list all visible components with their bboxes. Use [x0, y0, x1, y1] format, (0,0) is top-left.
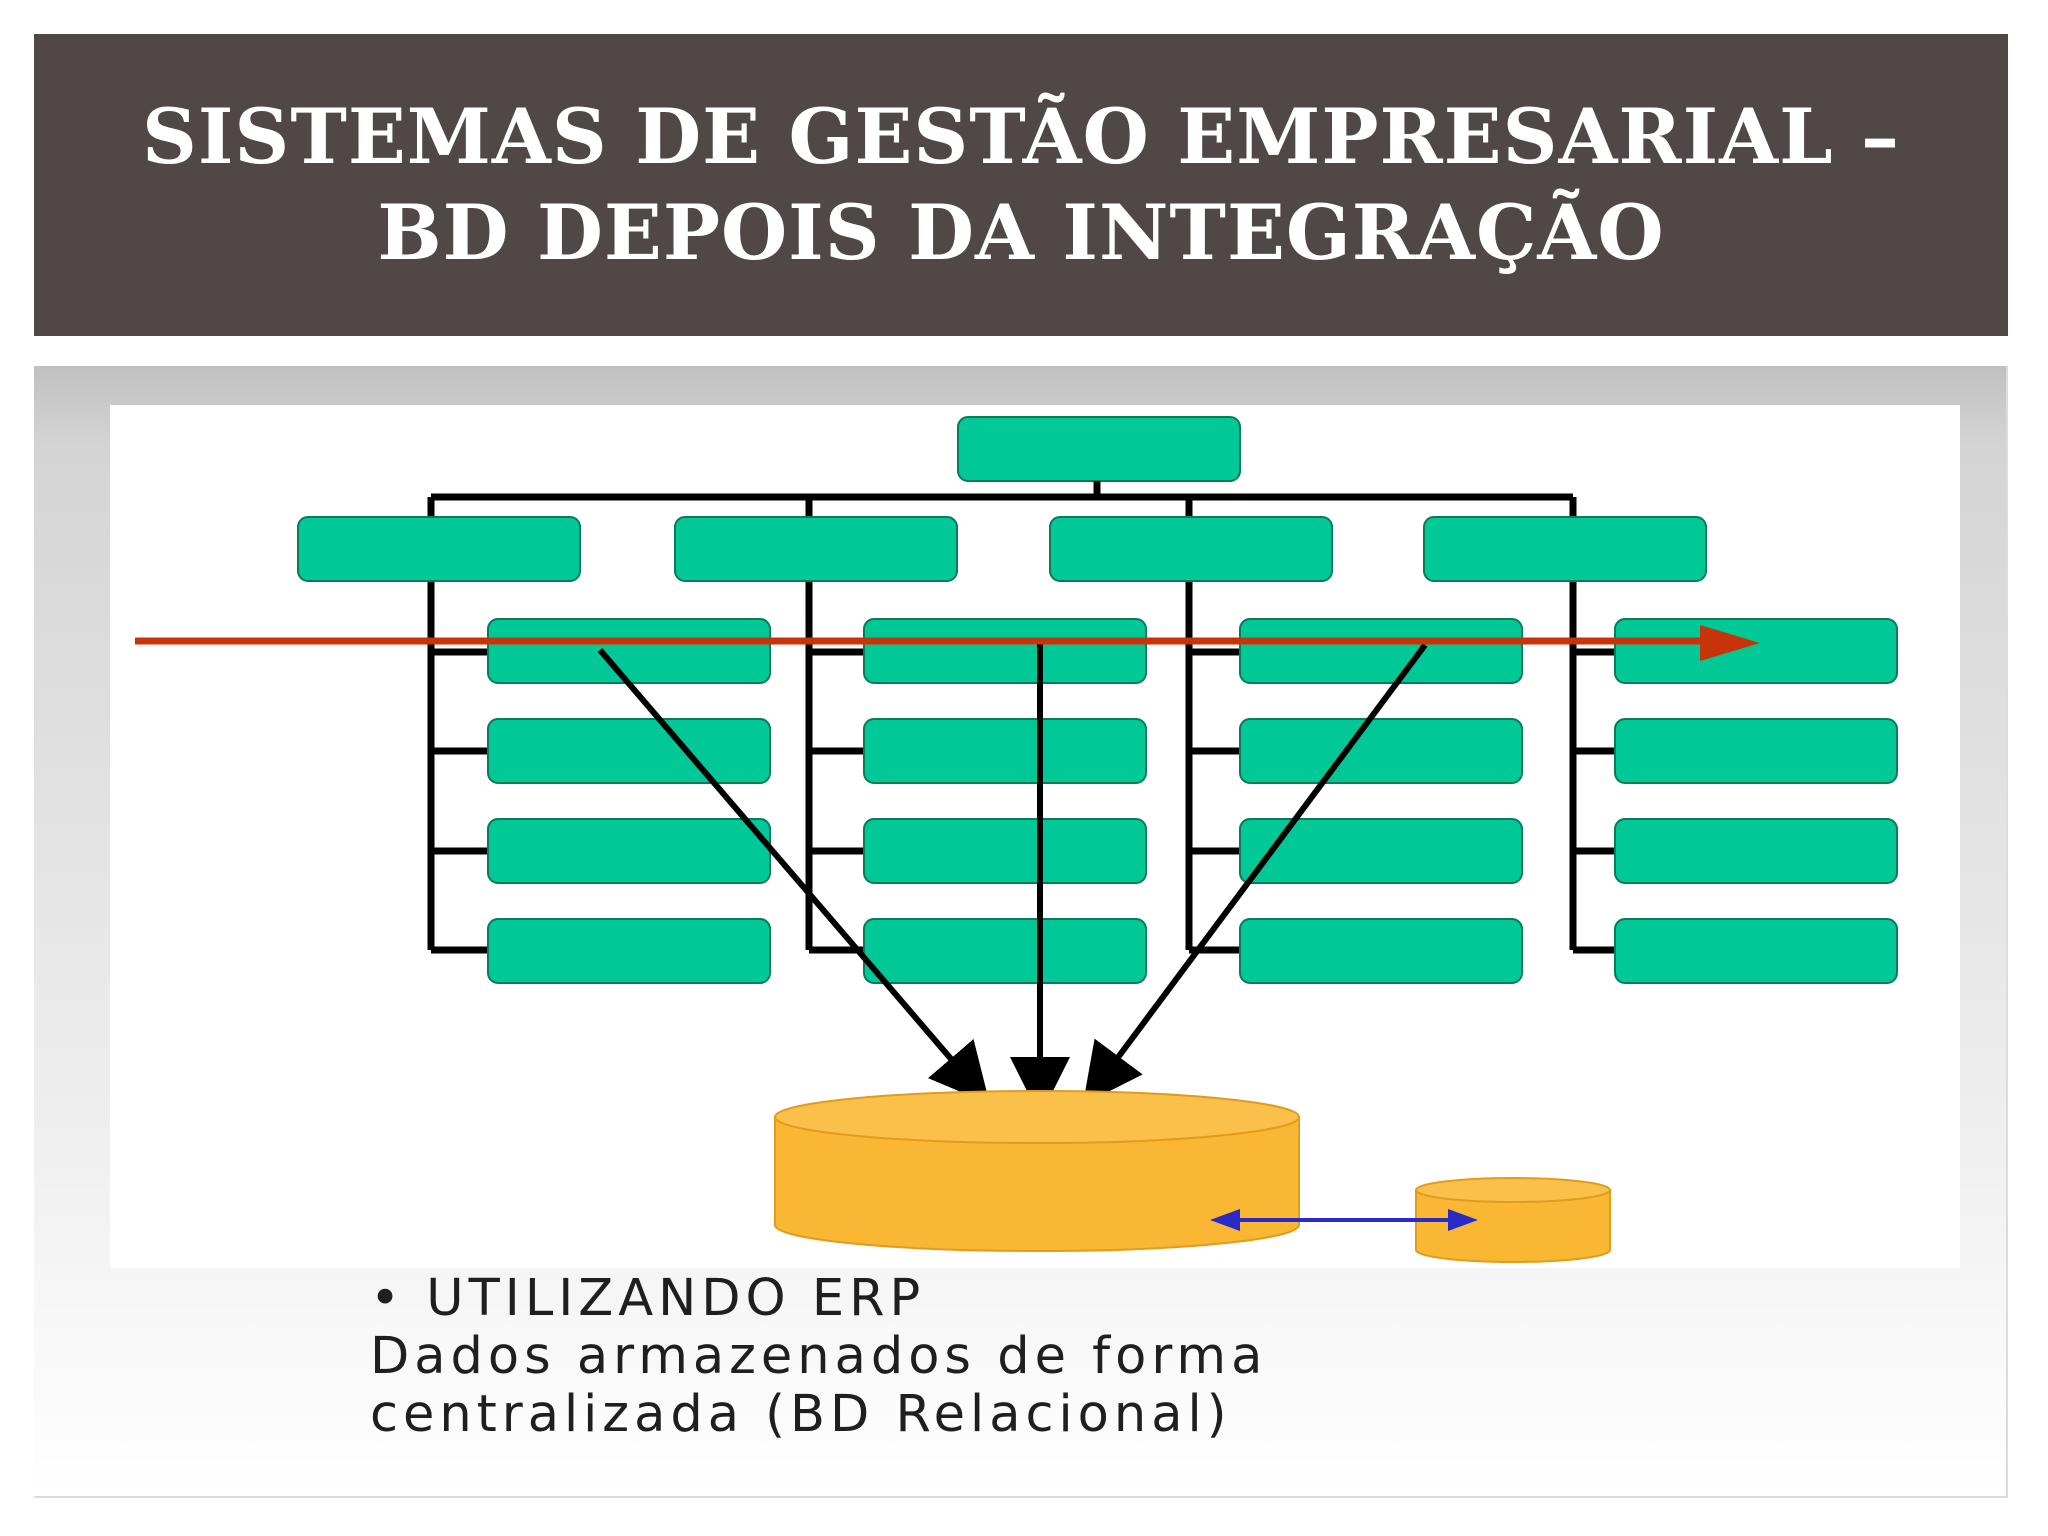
process-flow-arrow [135, 625, 1760, 661]
erp-integration-diagram [110, 405, 1960, 1268]
title-line-2: BD DEPOIS DA INTEGRAÇÃO [377, 188, 1665, 277]
module-box [863, 918, 1147, 984]
title-line-1: SISTEMAS DE GESTÃO EMPRESARIAL – [142, 92, 1900, 181]
department-box-2 [674, 516, 958, 582]
caption-text: • UTILIZANDO ERP Dados armazenados de fo… [370, 1270, 1770, 1444]
sync-double-arrow [1210, 1209, 1478, 1231]
module-box [1239, 618, 1523, 684]
title-bar: SISTEMAS DE GESTÃO EMPRESARIAL – BD DEPO… [34, 34, 2008, 336]
data-flow-arrows [597, 640, 1428, 1117]
module-box [487, 818, 771, 884]
module-box [1239, 718, 1523, 784]
department-box-3 [1049, 516, 1333, 582]
caption-bullet-line: • UTILIZANDO ERP [370, 1269, 926, 1328]
module-box [1614, 618, 1898, 684]
module-box [1614, 718, 1898, 784]
small-database-cylinder-icon [1415, 1177, 1611, 1263]
top-node-box [957, 416, 1241, 482]
module-box [863, 718, 1147, 784]
module-box [487, 618, 771, 684]
module-box [487, 918, 771, 984]
caption-line-2: Dados armazenados de forma [370, 1327, 1268, 1386]
module-box [1239, 918, 1523, 984]
caption-line-3: centralizada (BD Relacional) [370, 1385, 1232, 1444]
module-box [863, 618, 1147, 684]
module-box [1614, 818, 1898, 884]
hierarchy-connectors [427, 481, 1617, 954]
module-box [1614, 918, 1898, 984]
module-box [863, 818, 1147, 884]
module-box [487, 718, 771, 784]
department-box-4 [1423, 516, 1707, 582]
slide-title: SISTEMAS DE GESTÃO EMPRESARIAL – BD DEPO… [142, 89, 1900, 281]
database-cylinder-icon [774, 1090, 1300, 1252]
department-box-1 [297, 516, 581, 582]
module-box [1239, 818, 1523, 884]
